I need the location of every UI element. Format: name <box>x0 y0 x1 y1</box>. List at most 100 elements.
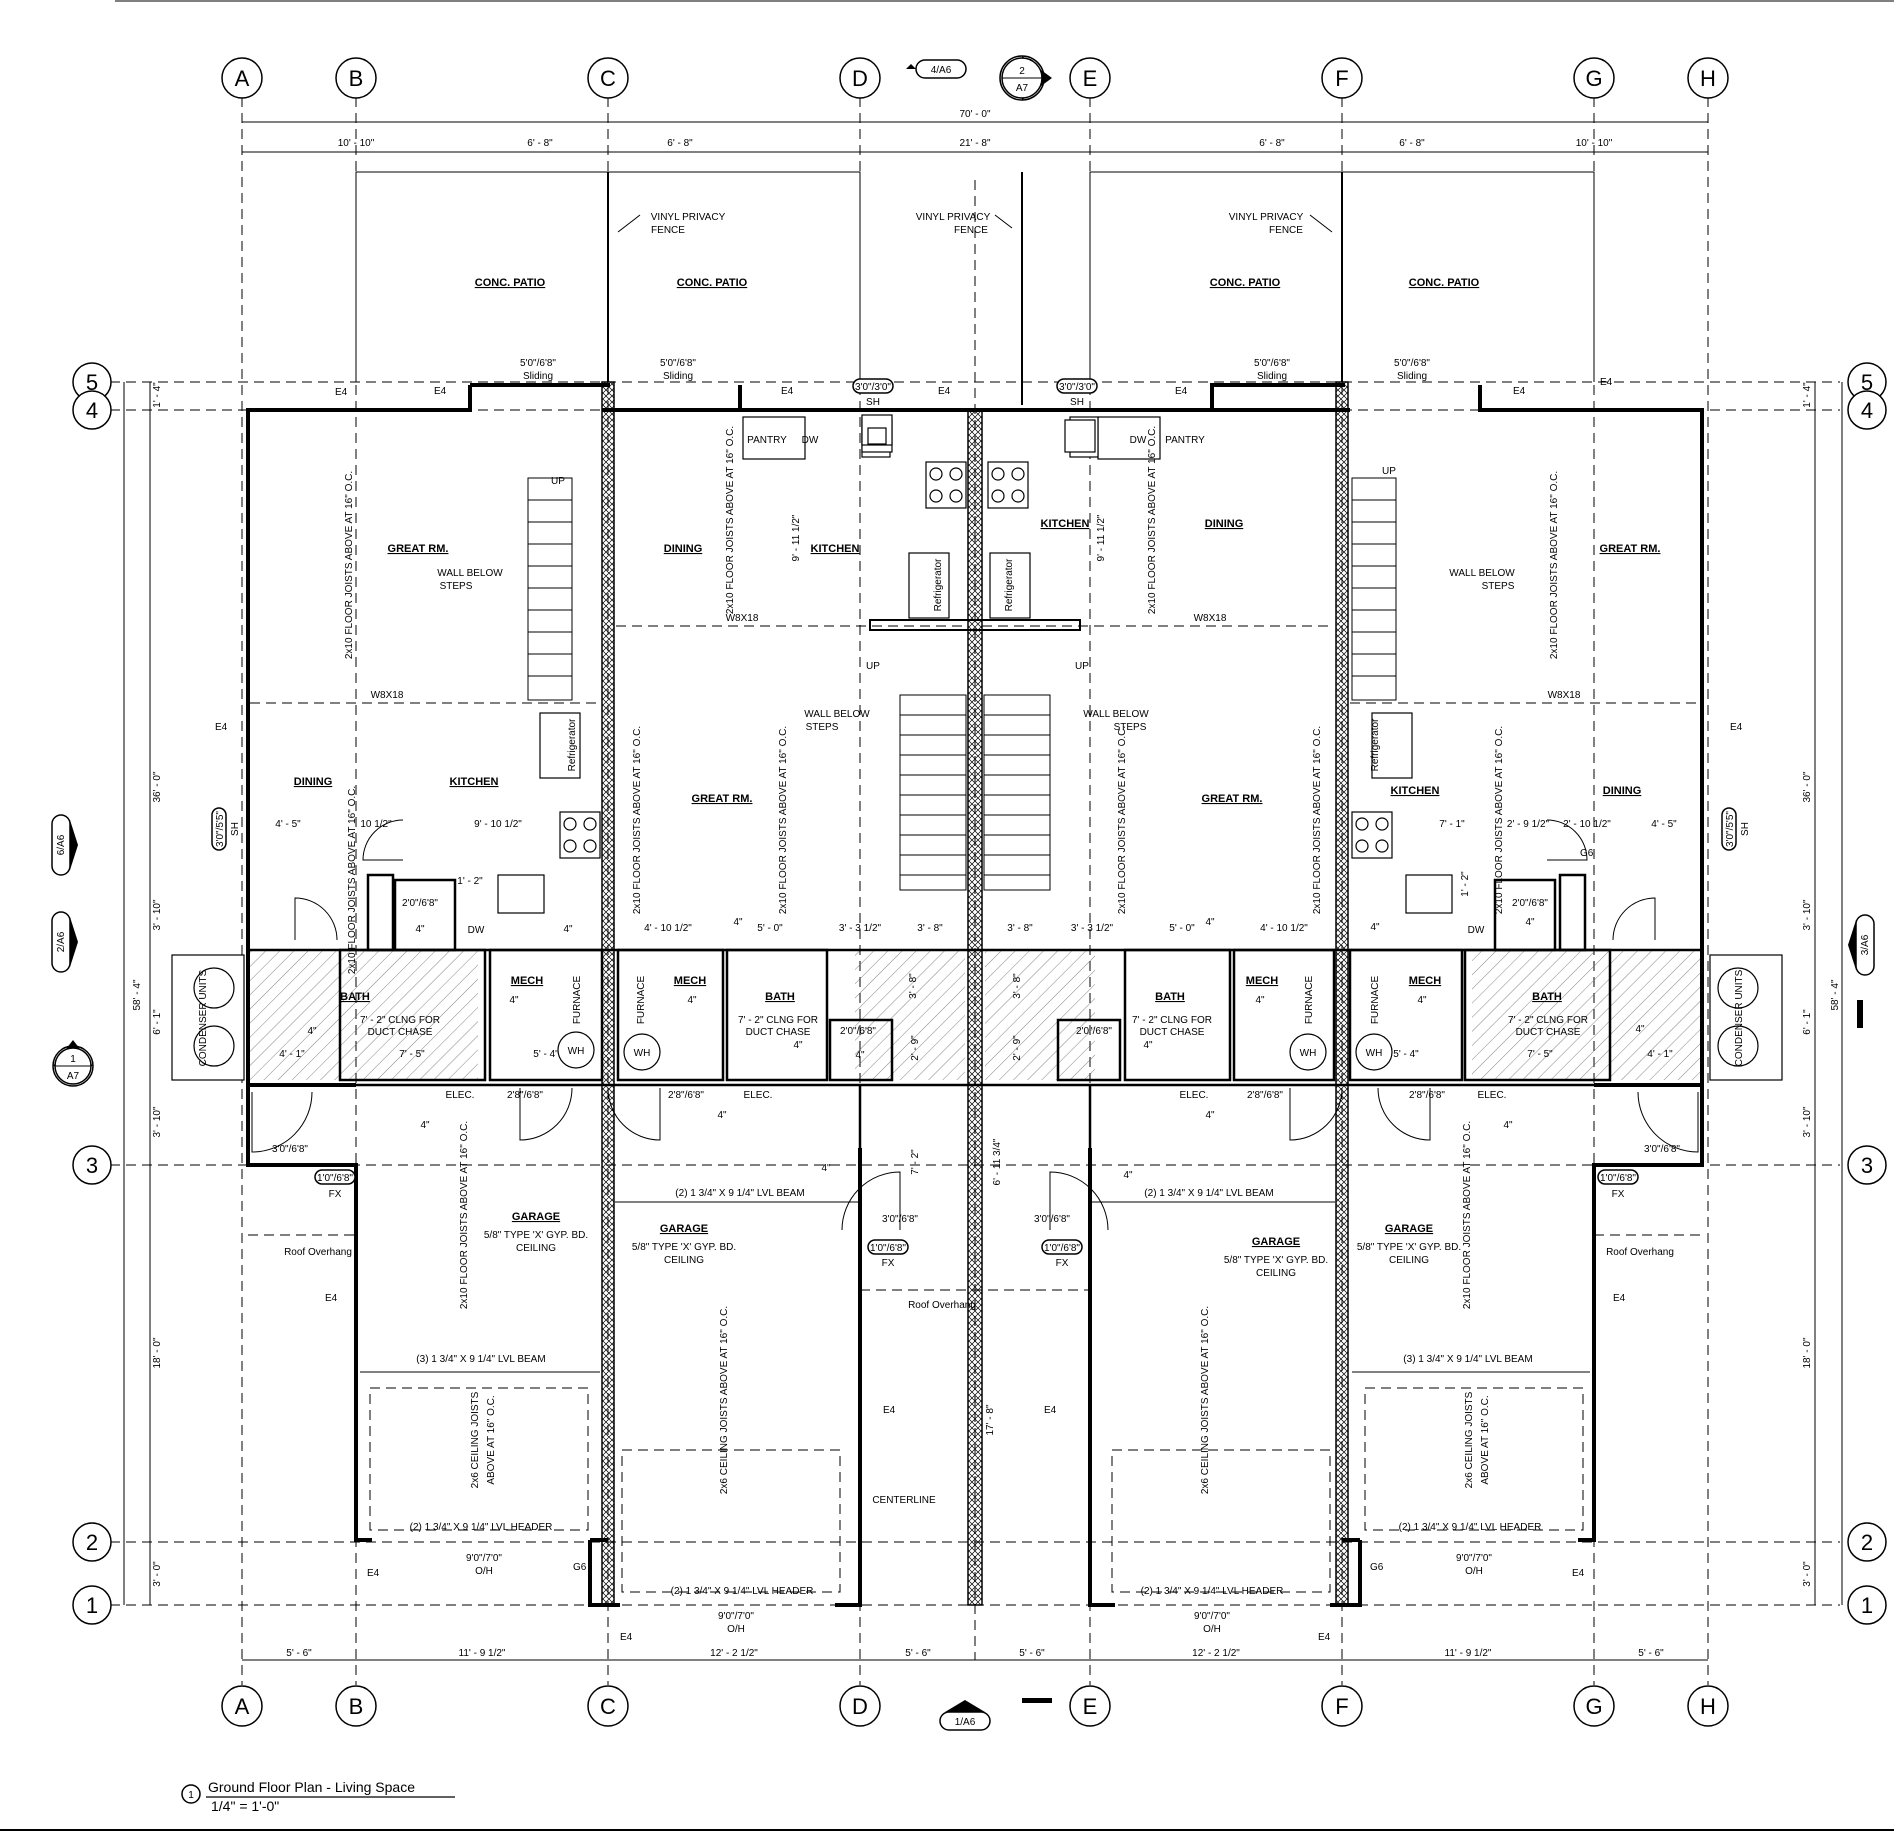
wall-type-tags: E4 E4 E4 E4 E4 E4 E4 E4 E4 E4 E4 E4 E4 E… <box>215 377 1743 1643</box>
dim: 6' - 8" <box>527 138 553 149</box>
duct-chase-hatch <box>250 950 1700 1080</box>
lvl-beam-note: (2) 1 3/4" X 9 1/4" LVL BEAM <box>675 1188 804 1199</box>
wall-below-note: WALL BELOW <box>1449 568 1515 579</box>
centerline-note: CENTERLINE <box>872 1495 936 1506</box>
wall-type-tag: G6 <box>1370 1562 1384 1573</box>
condenser-label: CONDENSER UNITS <box>1734 969 1745 1066</box>
floor-joist-note: 2x10 FLOOR JOISTS ABOVE AT 16" O.C. <box>778 726 789 914</box>
grid-col-label: B <box>349 66 364 91</box>
wall-type-tag: E4 <box>1513 386 1526 397</box>
room-label-conc-patio: CONC. PATIO <box>475 277 546 289</box>
wall-type-tag: E4 <box>1600 377 1613 388</box>
sliding-door-label: Sliding <box>523 371 553 382</box>
roof-overhang-note: Roof Overhang <box>284 1247 352 1258</box>
dim: 2' - 10 1/2" <box>1563 819 1611 830</box>
wall-below-note: STEPS <box>806 722 839 733</box>
ceiling-joist-note: 2x6 CEILING JOISTS ABOVE AT 16" O.C. <box>719 1306 730 1494</box>
grid-col-label: F <box>1335 1694 1348 1719</box>
dim: 5' - 4" <box>1393 1049 1419 1060</box>
dishwasher-label: DW <box>468 925 485 936</box>
gyp-note: CEILING <box>516 1243 556 1254</box>
grid-bubbles-top: A B C D E F G H <box>221 57 1729 99</box>
room-label-great-rm: GREAT RM. <box>1600 543 1661 555</box>
up-label: UP <box>1382 466 1396 477</box>
right-dimensions: 58' - 4" 1' - 4" 36' - 0" 3' - 10" 6' - … <box>1802 382 1843 1605</box>
ceiling-joist-note: ABOVE AT 16" O.C. <box>1480 1395 1491 1484</box>
title-block: 1 Ground Floor Plan - Living Space 1/4" … <box>181 1779 455 1814</box>
opening-tags: 5'0"/6'8" Sliding 5'0"/6'8" Sliding 5'0"… <box>211 358 1751 1269</box>
wall-type-tag: E4 <box>1318 1632 1331 1643</box>
room-label-pantry: PANTRY <box>1165 435 1205 446</box>
wall-thickness: 4" <box>307 1026 317 1037</box>
dim: 6' - 11 3/4" <box>992 1138 1003 1185</box>
dim: 18' - 0" <box>152 1337 163 1368</box>
wall-thickness: 4" <box>1255 995 1265 1006</box>
grid-bubbles-rows: 5 4 3 2 1 5 4 3 2 1 <box>72 362 1887 1625</box>
dim: 3' - 0" <box>152 1561 163 1587</box>
roof-overhang-note: Roof Overhang <box>908 1300 976 1311</box>
gyp-note: 5/8" TYPE 'X' GYP. BD. <box>632 1242 736 1253</box>
dim: 6' - 8" <box>1259 138 1285 149</box>
sliding-door-size: 5'0"/6'8" <box>520 358 556 369</box>
door-size: 2'8"/6'8" <box>507 1090 543 1101</box>
room-label-garage: GARAGE <box>1385 1223 1433 1235</box>
window-type: FX <box>1612 1189 1625 1200</box>
refrigerator-label: Refrigerator <box>1370 718 1381 771</box>
wall-thickness: 4" <box>1370 922 1380 933</box>
dim: 1' - 2" <box>1460 871 1471 897</box>
duct-chase-note: 7' - 2" CLNG FOR <box>1132 1015 1212 1026</box>
overall-width-dim: 70' - 0" <box>959 109 990 120</box>
wall-below-note: STEPS <box>1482 581 1515 592</box>
room-label-mech: MECH <box>511 975 543 987</box>
wall-type-tag: E4 <box>938 386 951 397</box>
joist-notes: 2x10 FLOOR JOISTS ABOVE AT 16" O.C. 2x10… <box>344 426 1560 1494</box>
room-label-garage: GARAGE <box>512 1211 560 1223</box>
fence-note: VINYL PRIVACY <box>651 212 726 223</box>
garage-door-size: 9'0"/7'0" <box>1194 1611 1230 1622</box>
room-label-pantry: PANTRY <box>747 435 787 446</box>
window-type: SH <box>866 397 880 408</box>
dim: 6' - 1" <box>152 1009 163 1035</box>
detail-sheet: A7 <box>1016 83 1029 94</box>
wall-type-tag: G6 <box>573 1562 587 1573</box>
room-label-mech: MECH <box>1246 975 1278 987</box>
grid-row-label: 5 <box>1861 370 1873 395</box>
dim: 1' - 2" <box>457 876 483 887</box>
grid-row-label: 4 <box>86 398 98 423</box>
dim: 36' - 0" <box>1802 771 1813 802</box>
dim: 6' - 1" <box>1802 1009 1813 1035</box>
wall-below-note: STEPS <box>1114 722 1147 733</box>
duct-chase-note: 7' - 2" CLNG FOR <box>360 1015 440 1026</box>
room-label-great-rm: GREAT RM. <box>692 793 753 805</box>
duct-chase-note: DUCT CHASE <box>1516 1027 1581 1038</box>
dim: 10' - 10" <box>338 138 375 149</box>
four-inch-callouts: 4" 4" 4" 4" 4" 4" 4" 4" 4" 4" 4" 4" 4" 4… <box>307 917 1645 1181</box>
dim: 9' - 11 1/2" <box>791 514 802 561</box>
window-tag: 3'0"/3'0" <box>855 382 891 393</box>
dim: 5' - 0" <box>1169 923 1195 934</box>
dim: 7' - 5" <box>1527 1049 1553 1060</box>
grid-row-label: 4 <box>1861 398 1873 423</box>
floor-joist-note: 2x10 FLOOR JOISTS ABOVE AT 16" O.C. <box>1549 471 1560 659</box>
window-type: SH <box>1070 397 1084 408</box>
wall-thickness: 4" <box>1143 1040 1153 1051</box>
lvl-header-note: (2) 1 3/4" X 9 1/4" LVL HEADER <box>1141 1586 1284 1597</box>
window-tag: 3'0"/3'0" <box>1059 382 1095 393</box>
gyp-note: CEILING <box>1256 1268 1296 1279</box>
section-mark-label: 6/A6 <box>56 834 67 855</box>
grid-col-label: G <box>1585 66 1602 91</box>
duct-chase-note: DUCT CHASE <box>1140 1027 1205 1038</box>
furnace-label: FURNACE <box>636 976 647 1025</box>
refrigerator-label: Refrigerator <box>567 718 578 771</box>
roof-overhang-note: Roof Overhang <box>1606 1247 1674 1258</box>
drawing-number: 1 <box>188 1790 194 1801</box>
wall-below-note: WALL BELOW <box>1083 709 1149 720</box>
grid-row-label: 2 <box>86 1530 98 1555</box>
door-size: 2'8"/6'8" <box>668 1090 704 1101</box>
fixture-labels: DW DW DW DW Refrigerator Refrigerator Re… <box>198 435 1745 1101</box>
wall-type-tag: E4 <box>1613 1293 1626 1304</box>
refrigerator-label: Refrigerator <box>933 558 944 611</box>
stair-notes: UP UP UP UP WALL BELOW STEPS WALL BELOW … <box>250 466 1700 733</box>
section-mark-bottom: 1/A6 <box>939 1698 1052 1731</box>
room-label-dining: DINING <box>664 543 703 555</box>
